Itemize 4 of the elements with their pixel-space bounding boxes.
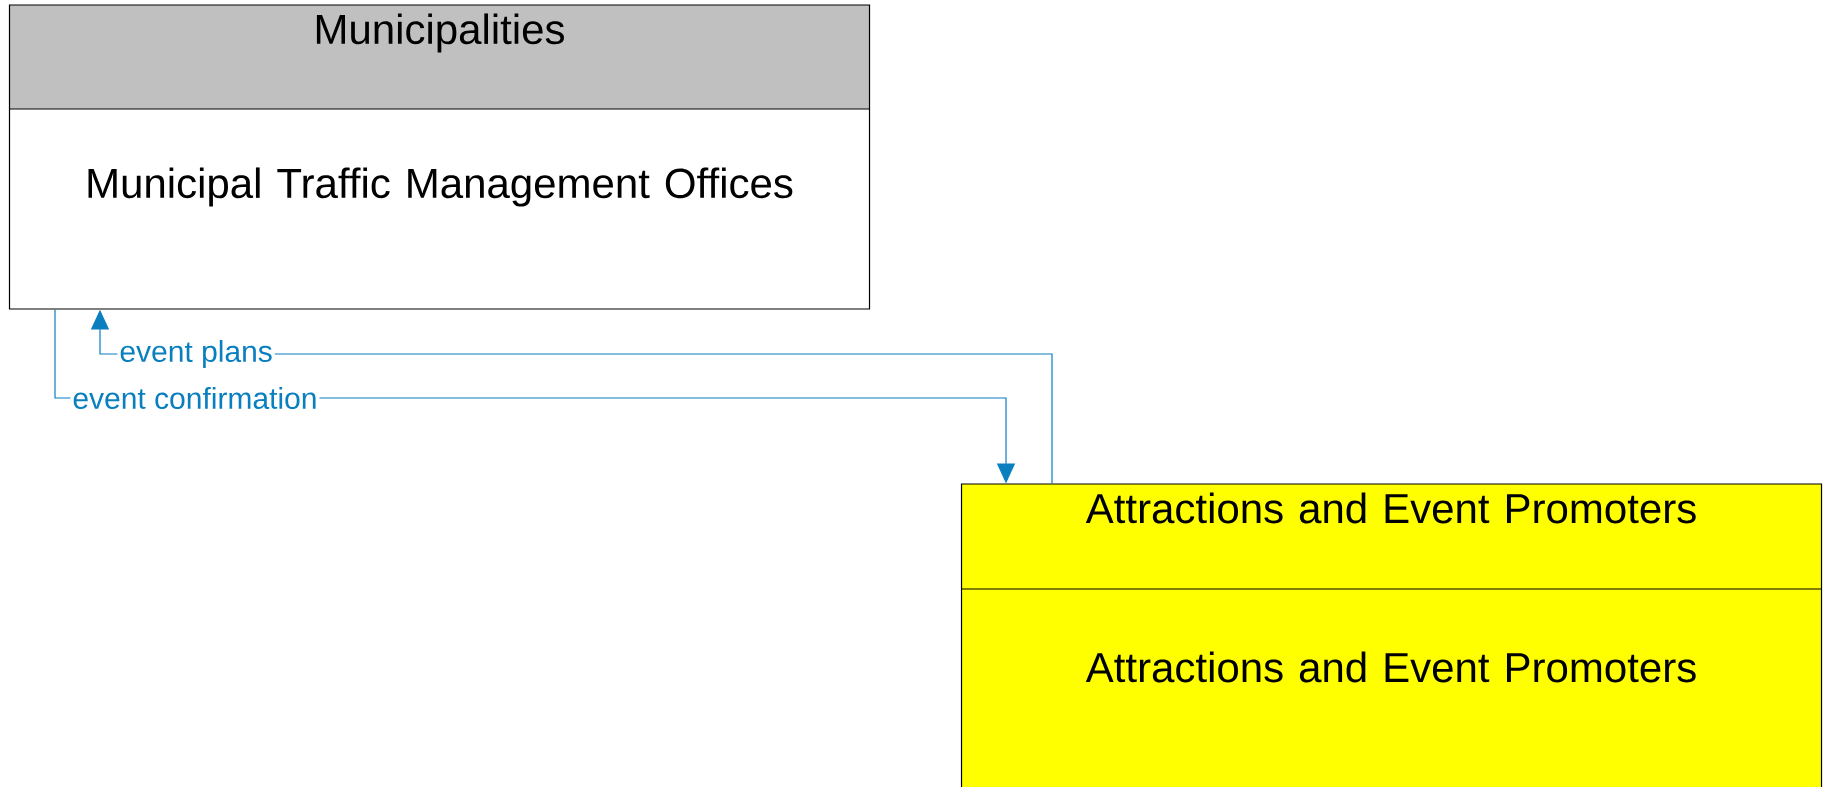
edge-label: event confirmation	[70, 385, 320, 411]
entity-box: Attractions and Event Promoters Attractions and Event Promoters	[960, 483, 1823, 787]
edge-label: event plans	[117, 338, 275, 370]
entity-box: Municipalities Municipal Traffic Management Offices	[8, 4, 871, 310]
